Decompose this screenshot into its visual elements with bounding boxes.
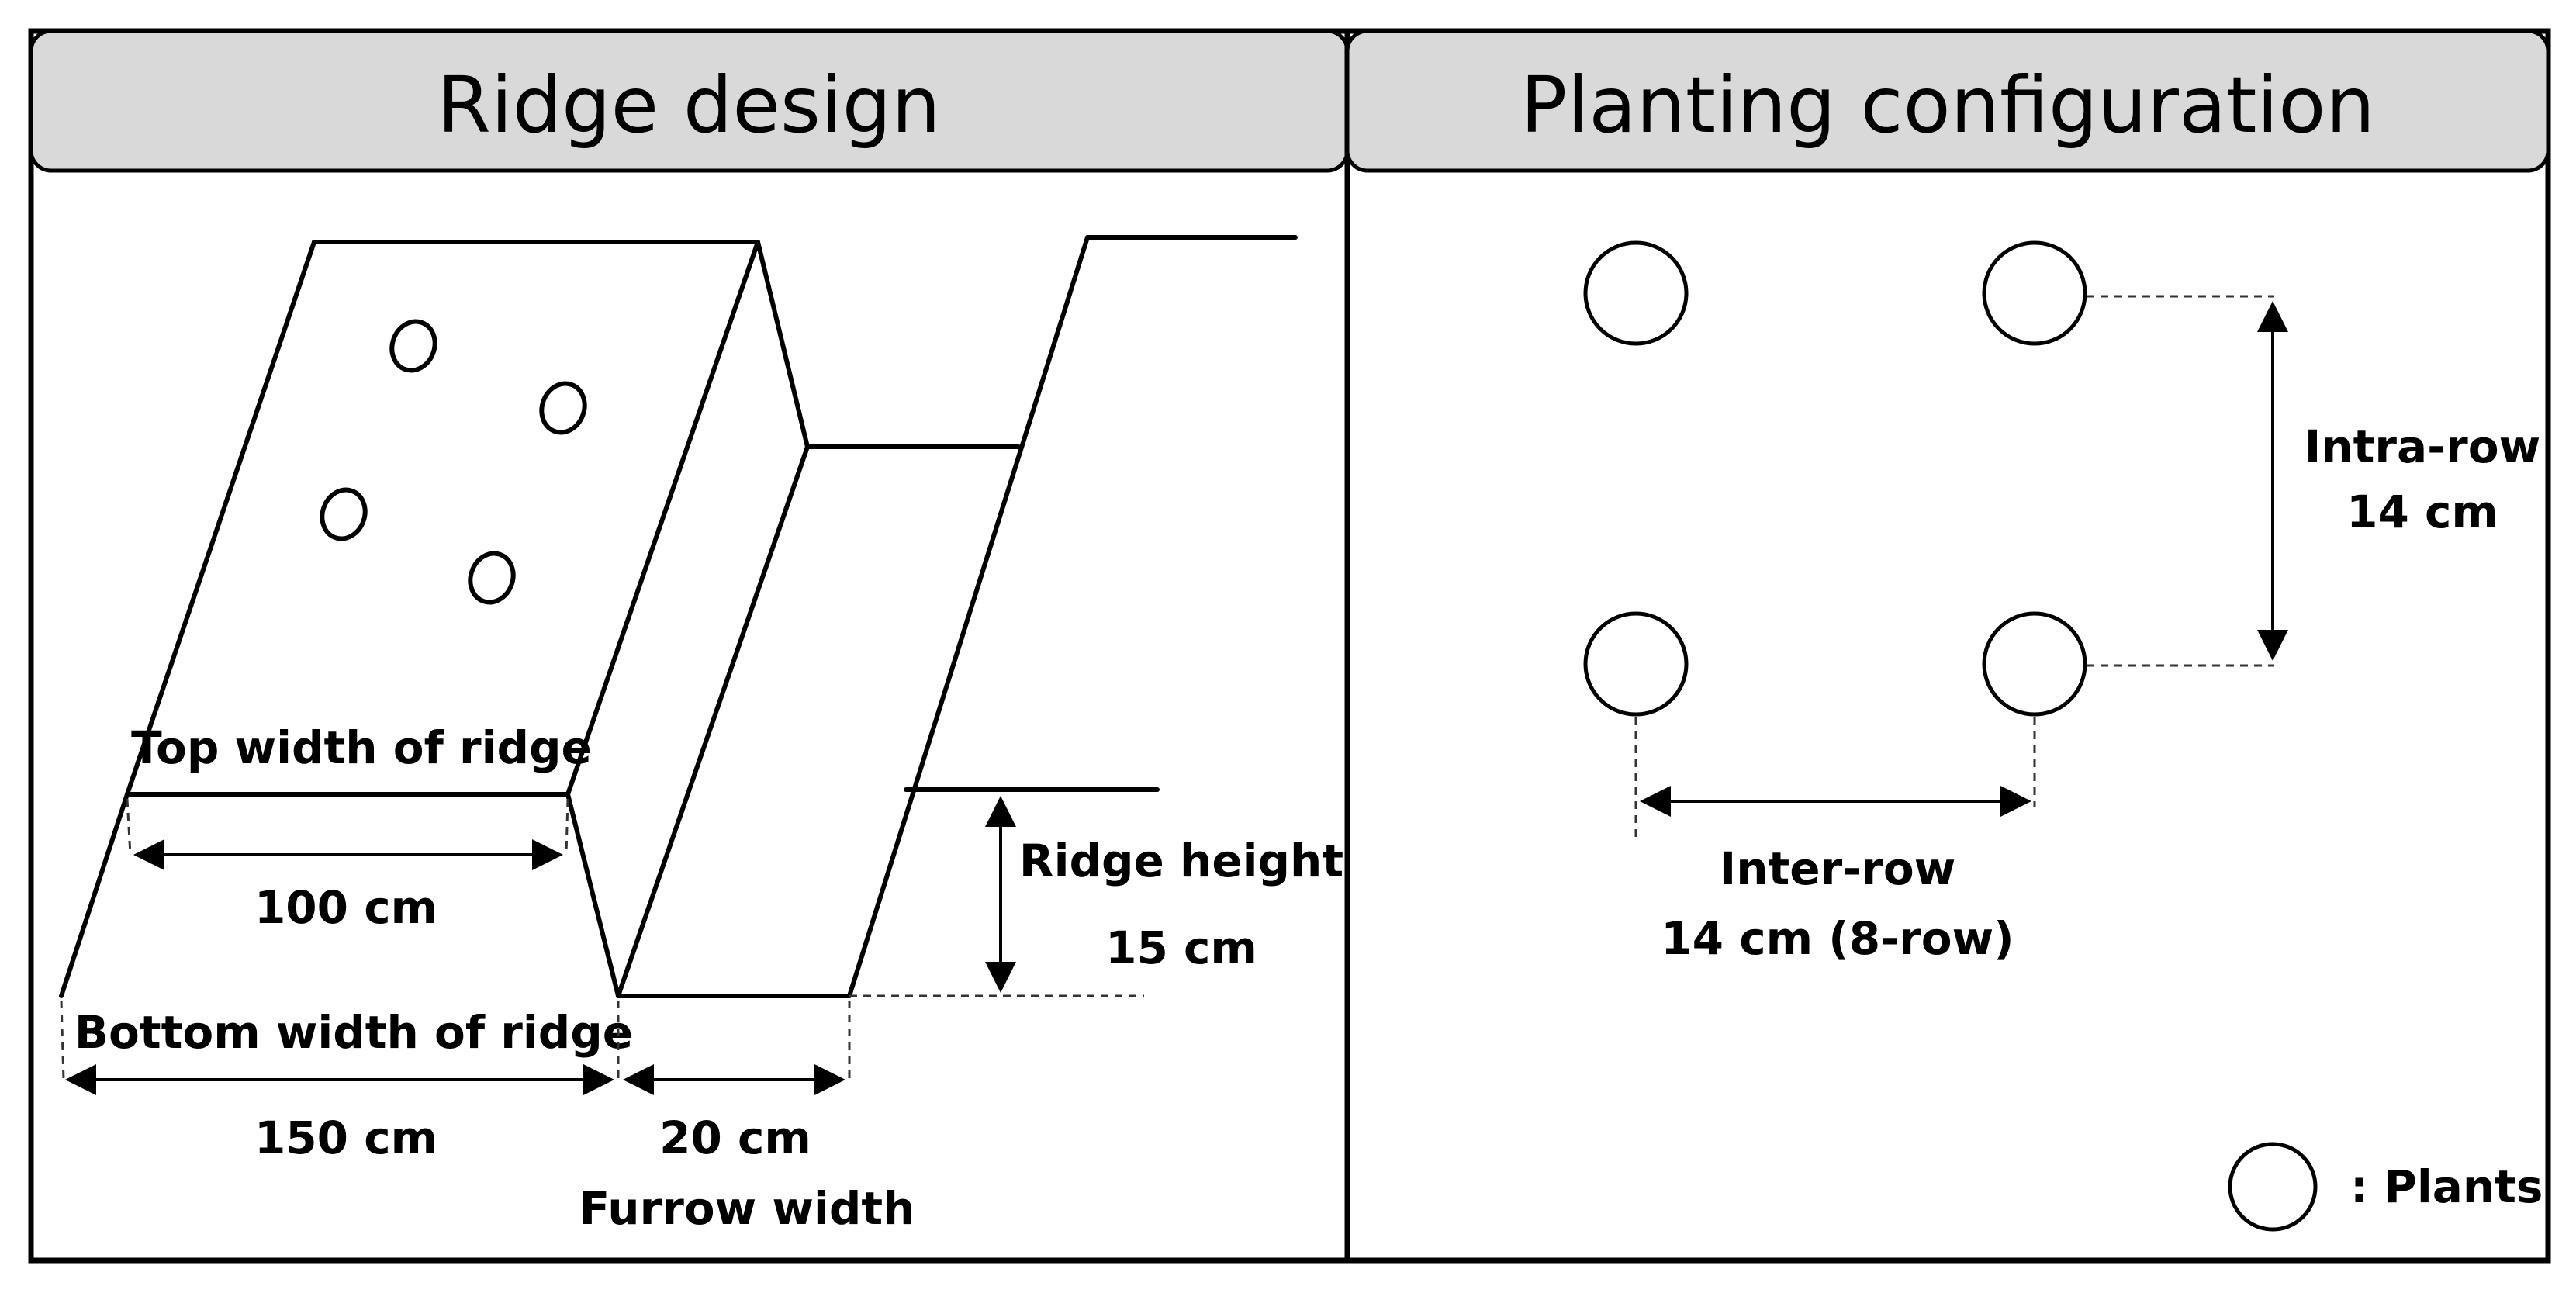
next-ridge-slope: [847, 235, 1090, 998]
planting-configuration-panel: Planting configuration Intra-row 14 cm I…: [1344, 28, 2551, 1264]
ridge-height-value: 15 cm: [1105, 921, 1257, 974]
ridge-panel-frame: [28, 28, 1350, 1264]
plant-icon: [1583, 611, 1689, 717]
intra-row-value: 14 cm: [2346, 486, 2498, 538]
seed-hole-icon: [539, 381, 587, 435]
seed-hole-icon: [389, 319, 437, 373]
planting-panel-header: [1345, 29, 2550, 173]
seed-hole-icon: [468, 551, 516, 605]
ridge-panel-title: Ridge design: [437, 60, 940, 150]
ridge-design-panel: Ridge design Top width of ridge: [28, 28, 1350, 1264]
furrow-width-value: 20 cm: [659, 1111, 811, 1164]
top-width-value: 100 cm: [254, 881, 437, 934]
furrow-left-edge: [616, 444, 810, 998]
ridge-height-label: Ridge height: [1019, 835, 1343, 887]
ridge-drawing: [59, 235, 1298, 998]
ridge-left-slope: [59, 792, 130, 998]
plant-icon: [1982, 611, 2087, 717]
bottom-width-label: Bottom width of ridge: [74, 1006, 633, 1059]
plant-icon: [1583, 240, 1689, 346]
top-width-ext-left: [126, 798, 132, 856]
furrow-width-label: Furrow width: [579, 1182, 915, 1235]
planting-panel-title: Planting configuration: [1520, 60, 2375, 150]
ridge-right-top-edge: [565, 240, 760, 797]
seed-hole-icon: [320, 487, 368, 541]
ridge-back-right-slope: [756, 240, 810, 449]
legend-plant-icon: [2228, 1142, 2318, 1232]
bottom-width-value: 150 cm: [254, 1111, 437, 1164]
intra-row-label: Intra-row: [2305, 420, 2540, 473]
planting-panel-frame: [1344, 28, 2551, 1264]
inter-row-label: Inter-row: [1720, 842, 1956, 895]
legend-label: : Plants: [2350, 1160, 2543, 1213]
top-width-label: Top width of ridge: [131, 721, 592, 774]
ridge-front-right-slope: [565, 792, 621, 998]
top-width-ext-right: [565, 798, 569, 856]
ridge-left-top-edge: [125, 240, 316, 797]
plant-icon: [1982, 240, 2087, 346]
inter-row-value: 14 cm (8-row): [1661, 912, 2014, 965]
